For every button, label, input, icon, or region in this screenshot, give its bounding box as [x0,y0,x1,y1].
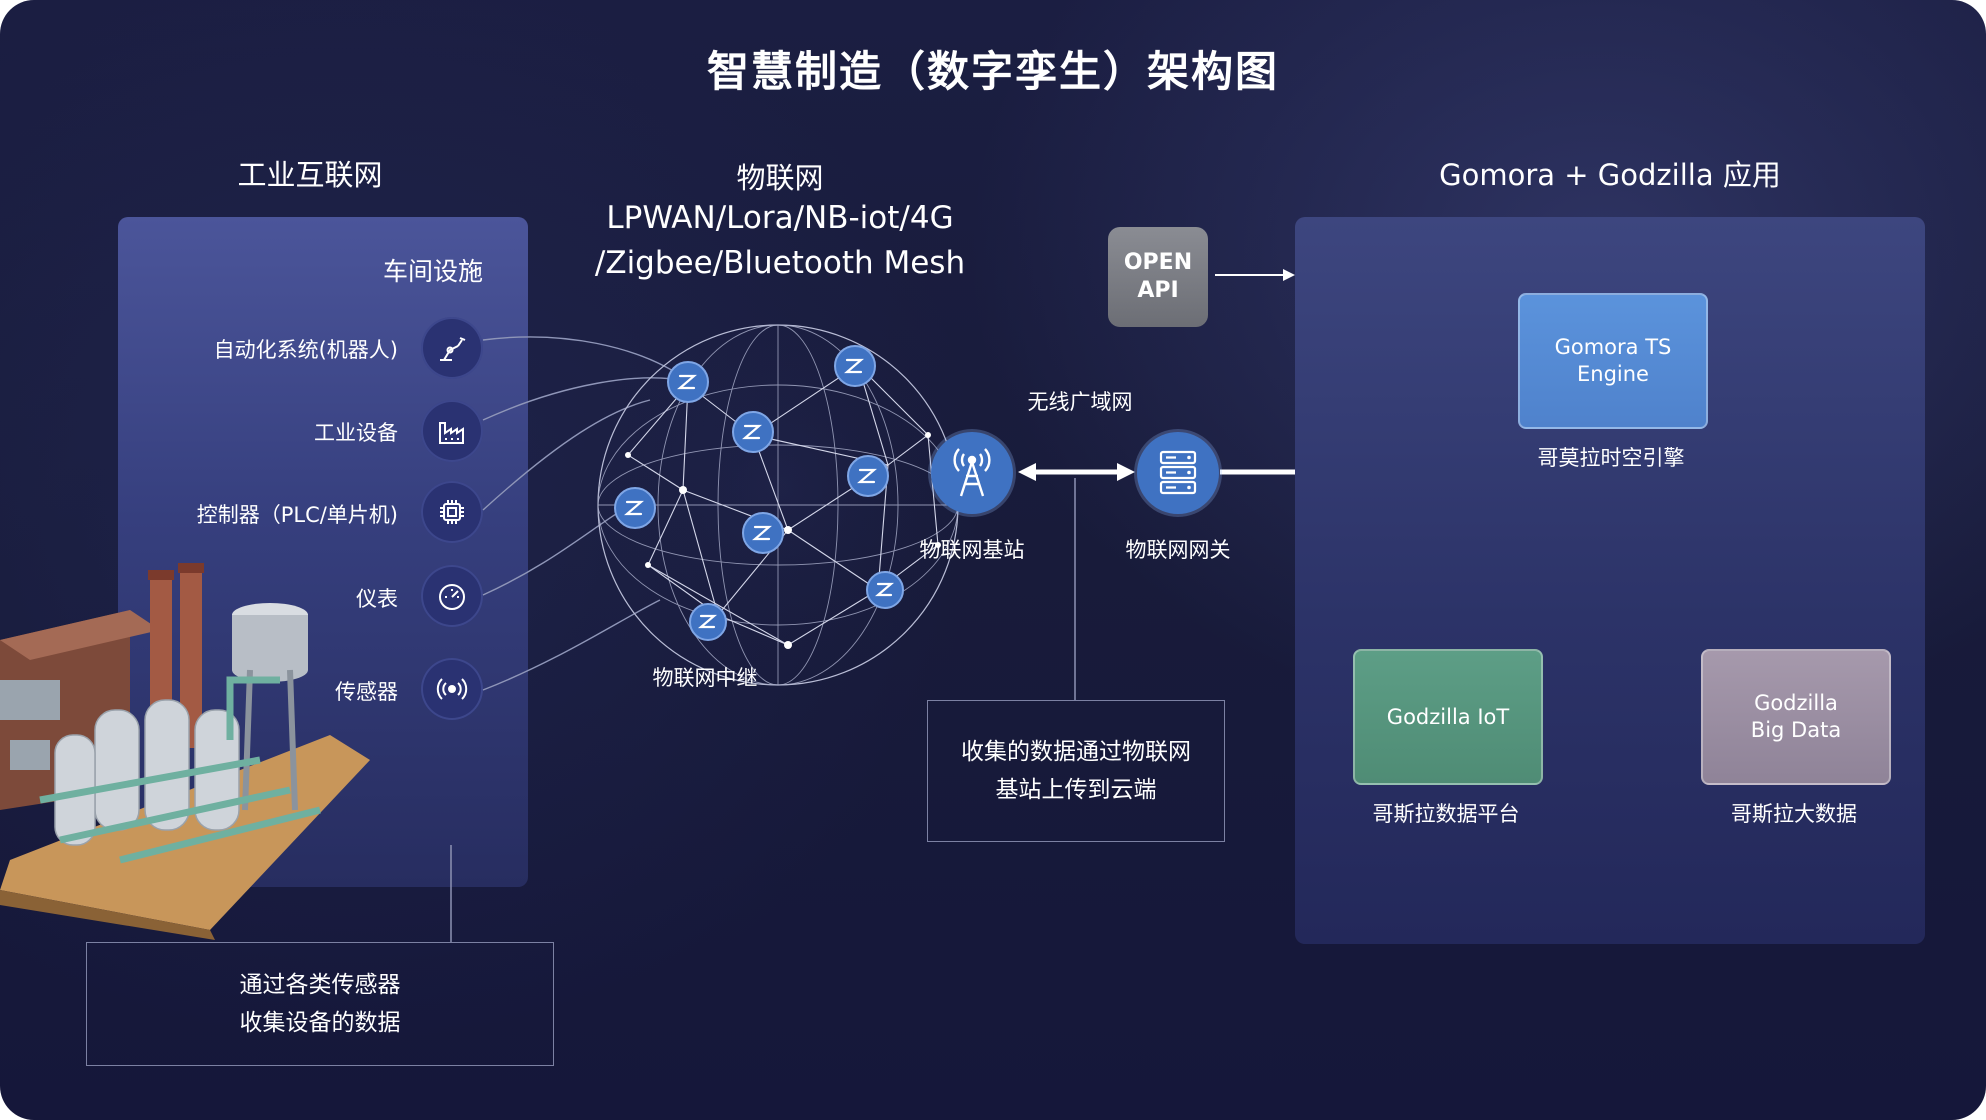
big-data-caption: 哥斯拉大数据 [1731,802,1857,826]
sensor-signal-icon [421,658,483,720]
robot-arm-icon [421,317,483,379]
device-label-meter: 仪表 [356,587,398,611]
iot-platform-caption: 哥斯拉数据平台 [1372,802,1520,826]
factory-illustration [0,563,370,940]
base-station-icon [931,432,1013,514]
sensors-note-line1: 通过各类传感器 [239,972,401,998]
workshop-title: 车间设施 [382,257,483,286]
ts-engine-caption: 哥莫拉时空引擎 [1537,446,1685,470]
upload-note: 收集的数据通过物联网 基站上传到云端 [927,700,1225,842]
diagram-title: 智慧制造（数字孪生）架构图 [706,47,1279,96]
device-label-sensor: 传感器 [335,680,398,704]
gateway-label: 物联网网关 [1125,538,1231,562]
gauge-icon [421,565,483,627]
protocols-line1: LPWAN/Lora/NB-iot/4G [606,200,954,236]
open-api-line2: API [1137,278,1179,303]
gomora-ts-engine-box: Gomora TS Engine [1518,293,1708,429]
upload-note-line1: 收集的数据通过物联网 [961,739,1191,765]
sensors-note: 通过各类传感器 收集设备的数据 [86,942,554,1066]
big-data-line1: Godzilla [1754,691,1838,715]
heading-apps: Gomora + Godzilla 应用 [1439,158,1781,192]
iot-platform-line1: Godzilla IoT [1386,704,1510,729]
ts-engine-line2: Engine [1577,362,1649,386]
base-station-label: 物联网基站 [919,538,1025,562]
upload-note-line2: 基站上传到云端 [995,777,1157,803]
gateway-icon [1137,432,1219,514]
ts-engine-line1: Gomora TS [1554,335,1672,359]
device-label-robot: 自动化系统(机器人) [213,338,398,362]
open-api-box: OPEN API [1108,227,1208,327]
godzilla-iot-box: Godzilla IoT [1353,649,1543,785]
open-api-line1: OPEN [1123,250,1193,275]
factory-icon [421,400,483,462]
device-label-controller: 控制器（PLC/单片机) [196,503,398,527]
big-data-line2: Big Data [1750,718,1842,742]
heading-iot: 物联网 [736,161,824,195]
heading-industrial-internet: 工业互联网 [237,158,383,192]
wireless-wan-label: 无线广域网 [1027,390,1133,414]
chip-icon [421,481,483,543]
relay-label: 物联网中继 [652,666,758,690]
protocols-line2: /Zigbee/Bluetooth Mesh [594,245,966,281]
godzilla-big-data-box: Godzilla Big Data [1701,649,1891,785]
sensors-note-line2: 收集设备的数据 [239,1010,401,1036]
device-label-industrial: 工业设备 [314,421,398,445]
